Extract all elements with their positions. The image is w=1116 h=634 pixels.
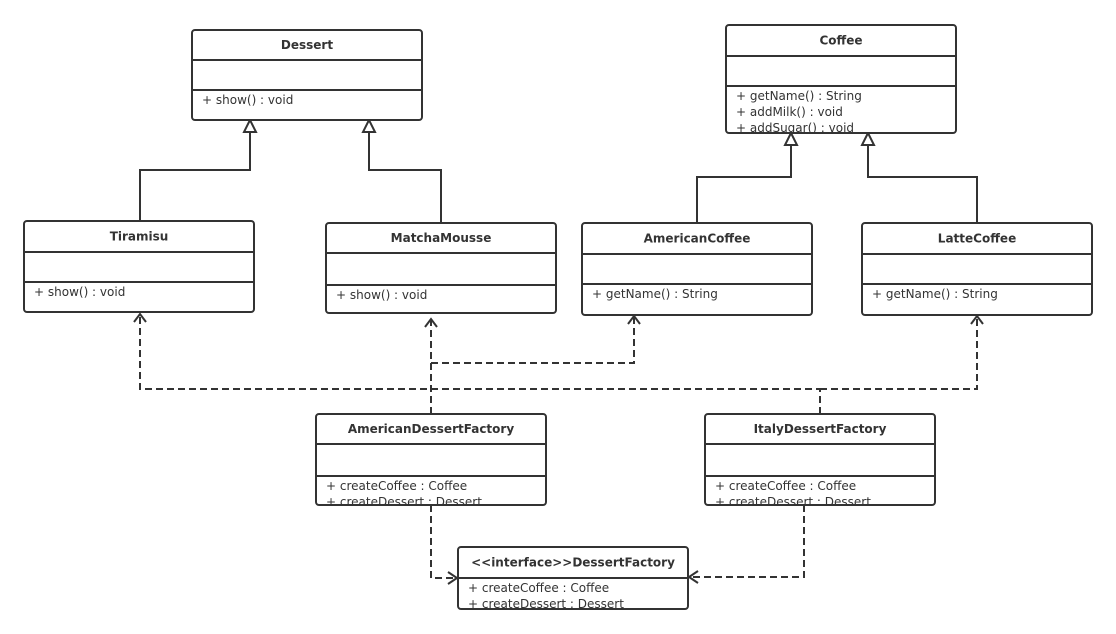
- class-name: ItalyDessertFactory: [754, 422, 887, 436]
- class-method: + getName() : String: [872, 287, 998, 301]
- dependency-line: [139, 314, 821, 414]
- class-dessert[interactable]: Dessert + show() : void: [191, 29, 423, 121]
- class-method: + createCoffee : Coffee: [468, 581, 609, 595]
- relationship-lines: [133, 117, 984, 585]
- class-tiramisu[interactable]: Tiramisu + show() : void: [23, 220, 255, 313]
- generalization-line: [139, 132, 251, 221]
- class-method: + show() : void: [34, 285, 125, 299]
- class-name: AmericanDessertFactory: [348, 422, 514, 436]
- class-name: <<interface>>DessertFactory: [471, 556, 675, 570]
- class-box-border: [191, 29, 423, 121]
- class-box-border: [315, 413, 547, 506]
- class-method: + createDessert : Dessert: [715, 495, 871, 509]
- class-dessert-factory[interactable]: <<interface>>DessertFactory + createCoffe…: [457, 546, 689, 611]
- generalization-line: [368, 132, 442, 223]
- class-coffee[interactable]: Coffee + getName() : String + addMilk() : …: [725, 24, 957, 135]
- class-name: Dessert: [281, 38, 333, 52]
- class-boxes: Dessert + show() : void Coffee + getName() …: [23, 24, 1093, 611]
- class-method: + createCoffee : Coffee: [715, 479, 856, 493]
- generalization-arrowhead: [361, 117, 377, 133]
- class-name: Coffee: [819, 34, 862, 48]
- dependency-arrowhead: [133, 312, 147, 323]
- generalization-arrowhead: [860, 130, 876, 146]
- generalization-arrowhead: [242, 117, 258, 133]
- class-name: Tiramisu: [110, 230, 169, 244]
- class-method: + createDessert : Dessert: [326, 495, 482, 509]
- class-name: AmericanCoffee: [644, 232, 751, 246]
- class-latte-coffee[interactable]: LatteCoffee + getName() : String: [861, 222, 1093, 316]
- class-method: + show() : void: [336, 288, 427, 302]
- class-name: MatchaMousse: [391, 231, 492, 245]
- class-method: + addMilk() : void: [736, 105, 843, 119]
- class-method: + createCoffee : Coffee: [326, 479, 467, 493]
- generalization-line: [867, 145, 978, 223]
- class-italy-dessert-factory[interactable]: ItalyDessertFactory + createCoffee : Coff…: [704, 413, 936, 509]
- class-method: + createDessert : Dessert: [468, 597, 624, 611]
- class-american-coffee[interactable]: AmericanCoffee + getName() : String: [581, 222, 813, 316]
- class-method: + getName() : String: [592, 287, 718, 301]
- generalization-arrowhead: [783, 130, 799, 146]
- dependency-line: [820, 316, 978, 390]
- class-box-border: [581, 222, 813, 316]
- class-name: LatteCoffee: [938, 232, 1016, 246]
- class-matcha-mousse[interactable]: MatchaMousse + show() : void: [325, 222, 557, 314]
- realization-line: [690, 505, 805, 578]
- dependency-arrowhead: [424, 317, 438, 328]
- realization-line: [430, 505, 456, 579]
- class-box-border: [725, 24, 957, 134]
- class-method: + getName() : String: [736, 89, 862, 103]
- class-box-border: [861, 222, 1093, 316]
- class-box-border: [23, 220, 255, 313]
- class-method: + show() : void: [202, 93, 293, 107]
- dependency-line: [431, 316, 635, 364]
- class-american-dessert-factory[interactable]: AmericanDessertFactory + createCoffee : C…: [315, 413, 547, 509]
- generalization-line: [696, 145, 792, 223]
- class-box-border: [325, 222, 557, 314]
- class-method: + addSugar() : void: [736, 121, 854, 135]
- class-box-border: [704, 413, 936, 506]
